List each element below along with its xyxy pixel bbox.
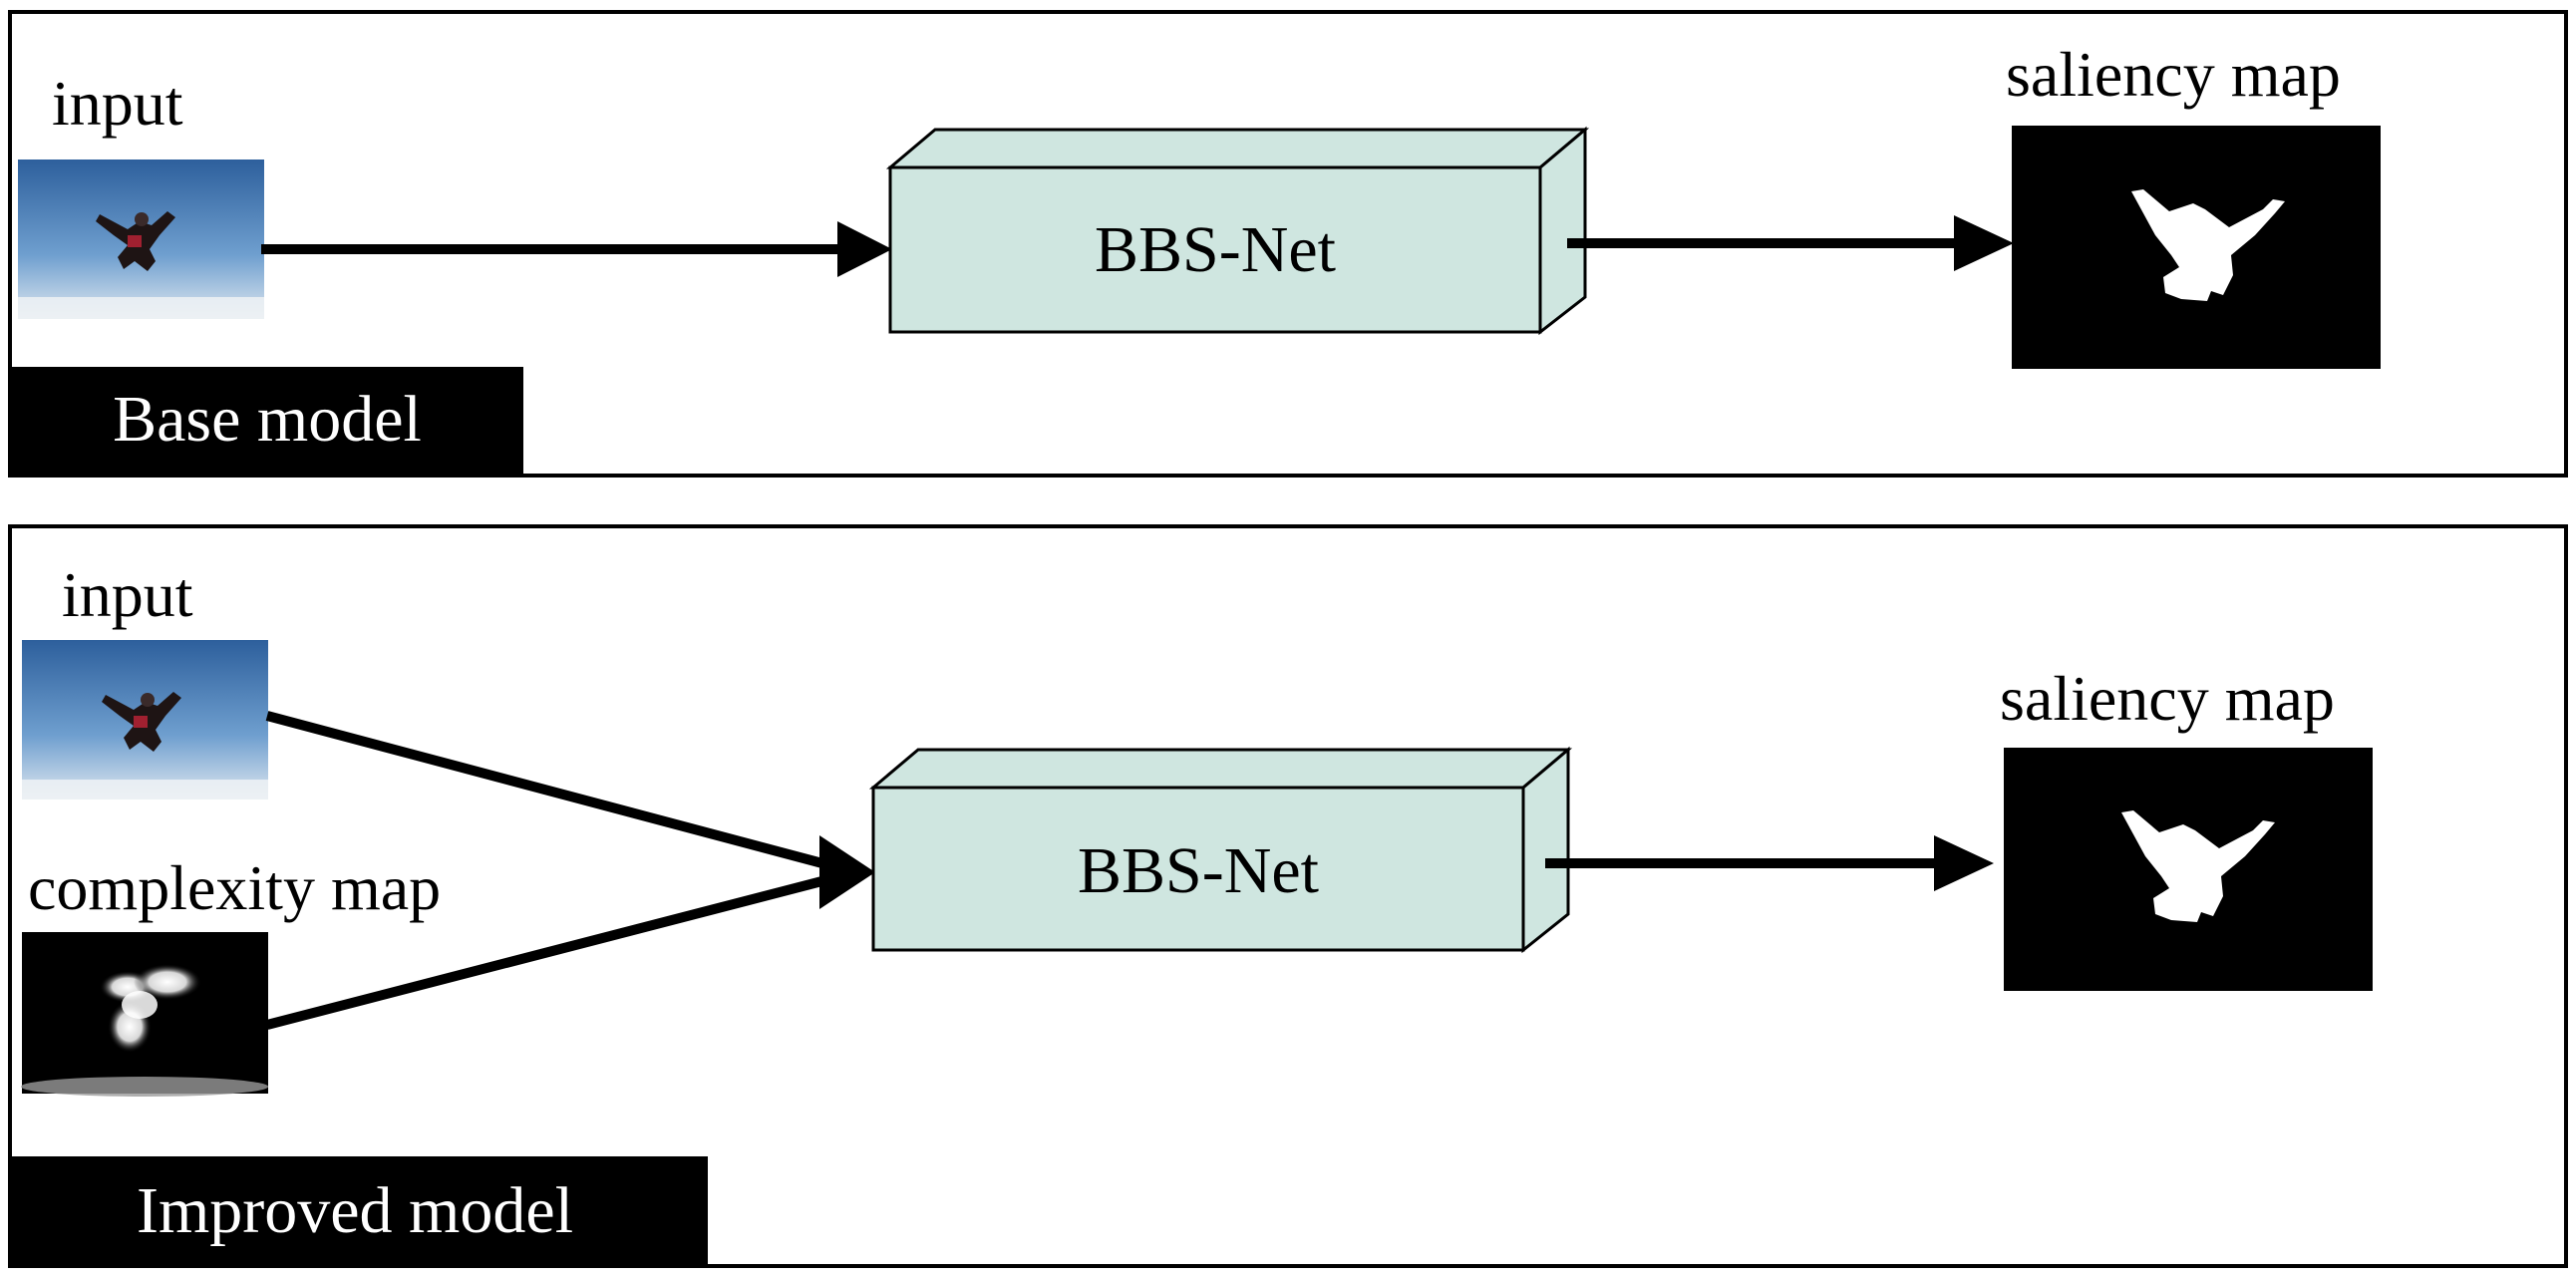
improved-panel-frame	[8, 524, 2568, 1268]
base-skydiver-figure	[96, 211, 175, 271]
improved-input-image	[22, 640, 268, 800]
base-model-panel: input BBS-Net saliency map	[8, 10, 2568, 478]
base-panel-frame	[8, 10, 2568, 478]
base-input-image	[18, 160, 264, 319]
improved-model-panel: input complexity map	[8, 524, 2568, 1268]
complexity-map-label: complexity map	[28, 852, 441, 923]
base-output-label: saliency map	[2006, 39, 2341, 110]
base-model-tag-label: Base model	[113, 383, 422, 456]
improved-output-label: saliency map	[2000, 663, 2335, 734]
improved-model-tag	[10, 1156, 708, 1266]
base-saliency-map-image	[2012, 126, 2381, 369]
improved-arrowhead-net	[819, 835, 875, 909]
improved-arrowhead-output	[1934, 835, 1994, 891]
base-model-tag	[10, 367, 523, 476]
improved-bbs-net-block: BBS-Net	[868, 746, 1573, 954]
base-bbs-net-block: BBS-Net	[885, 126, 1590, 336]
base-input-label: input	[52, 68, 183, 139]
improved-skydiver-figure	[102, 692, 181, 752]
base-arrowhead-output	[1954, 215, 2014, 271]
improved-input-label: input	[62, 559, 193, 630]
improved-bbs-net-label: BBS-Net	[1078, 834, 1319, 907]
improved-model-tag-label: Improved model	[137, 1174, 573, 1247]
improved-saliency-map-image	[2004, 748, 2373, 991]
improved-arrow-input-to-net	[265, 711, 839, 872]
complexity-map-image	[21, 932, 268, 1097]
base-arrowhead-net	[837, 221, 892, 277]
improved-arrow-complexity-to-net	[265, 872, 839, 1030]
base-bbs-net-label: BBS-Net	[1095, 213, 1336, 286]
